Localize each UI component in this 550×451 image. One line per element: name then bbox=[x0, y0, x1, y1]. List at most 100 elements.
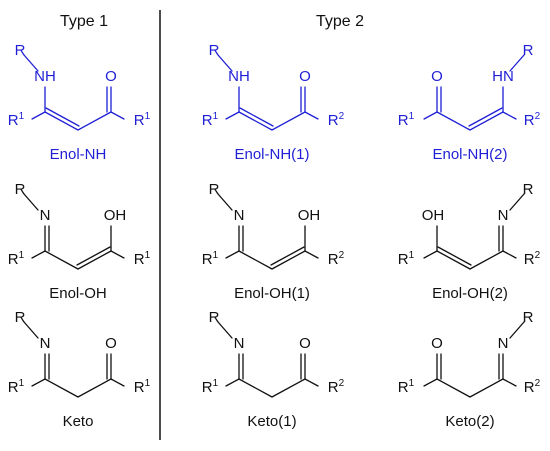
compound-name: Keto(1) bbox=[247, 413, 296, 430]
bond-n-r bbox=[509, 54, 525, 72]
o-label: O bbox=[431, 335, 443, 352]
bond-cc-double-second bbox=[45, 107, 80, 127]
r-substituent-n-side: R1 bbox=[8, 111, 25, 129]
bond-cc bbox=[77, 111, 112, 131]
o-label: O bbox=[299, 335, 311, 352]
r-substituent-n-side: R1 bbox=[8, 378, 25, 396]
bond-n-r bbox=[23, 321, 39, 339]
n-substituent-label: R bbox=[523, 42, 534, 59]
bond-cc bbox=[44, 378, 79, 398]
bond-r-o-side bbox=[423, 378, 438, 387]
r-substituent-n-side: R2 bbox=[524, 111, 541, 129]
bond-n-r bbox=[217, 193, 233, 211]
r-substituent-n-side: R1 bbox=[202, 111, 219, 129]
r-substituent-n-side: R1 bbox=[8, 250, 25, 268]
bond-r-n-side bbox=[31, 111, 46, 120]
r-substituent-n-side: R1 bbox=[202, 378, 219, 396]
o-label: O bbox=[431, 68, 443, 85]
compound-name: Enol-OH bbox=[49, 285, 107, 302]
r-substituent-o-side: R2 bbox=[328, 111, 345, 129]
n-label: N bbox=[40, 335, 51, 352]
n-label: N bbox=[234, 335, 245, 352]
o-label: O bbox=[105, 68, 117, 85]
compound-name: Keto bbox=[63, 413, 94, 430]
bond-cc-double-second bbox=[468, 107, 503, 127]
bond-n-r bbox=[217, 54, 233, 72]
bond-n-r bbox=[23, 193, 39, 211]
bond-cc-double-second bbox=[270, 246, 305, 266]
bond-cc bbox=[469, 378, 504, 398]
n-substituent-label: R bbox=[15, 42, 26, 59]
bond-n-r bbox=[217, 321, 233, 339]
bond-r-o-side bbox=[304, 111, 319, 120]
r-substituent-o-side: R2 bbox=[328, 378, 345, 396]
compound-name: Enol-OH(1) bbox=[234, 285, 310, 302]
bond-cc bbox=[436, 378, 471, 398]
bond-n-r bbox=[509, 193, 525, 211]
bond-r-o-side bbox=[304, 250, 319, 259]
bond-r-o-side bbox=[110, 250, 125, 259]
compound-name: Keto(2) bbox=[445, 413, 494, 430]
o-label: O bbox=[105, 335, 117, 352]
bond-r-n-side bbox=[502, 111, 517, 120]
bond-cc bbox=[44, 250, 79, 270]
n-substituent-label: R bbox=[209, 309, 220, 326]
n-substituent-label: R bbox=[523, 181, 534, 198]
r-substituent-o-side: R1 bbox=[134, 250, 151, 268]
r-substituent-n-side: R2 bbox=[524, 378, 541, 396]
r-substituent-o-side: R1 bbox=[398, 378, 415, 396]
bond-r-o-side bbox=[423, 111, 438, 120]
bond-r-n-side bbox=[225, 111, 240, 120]
n-substituent-label: R bbox=[209, 42, 220, 59]
r-substituent-o-side: R1 bbox=[398, 250, 415, 268]
bond-cc-double-second bbox=[239, 107, 274, 127]
n-substituent-label: R bbox=[15, 181, 26, 198]
bond-cc-double bbox=[238, 111, 273, 131]
bond-cc bbox=[271, 378, 306, 398]
oh-label: OH bbox=[422, 207, 445, 224]
bond-cc bbox=[238, 250, 273, 270]
compound-name: Enol-NH(2) bbox=[432, 146, 507, 163]
oh-label: OH bbox=[298, 207, 321, 224]
compound-name: Enol-NH bbox=[50, 146, 107, 163]
bond-r-n-side bbox=[31, 250, 46, 259]
n-substituent-label: R bbox=[209, 181, 220, 198]
bond-cc-double bbox=[469, 111, 504, 131]
bond-n-r bbox=[23, 54, 39, 72]
r-substituent-o-side: R1 bbox=[134, 378, 151, 396]
bond-r-n-side bbox=[31, 378, 46, 387]
oh-label: OH bbox=[104, 207, 127, 224]
bond-cc bbox=[436, 111, 471, 131]
nh-label: NH bbox=[228, 68, 250, 85]
bond-cc bbox=[238, 378, 273, 398]
bond-cc-double bbox=[77, 250, 112, 270]
bond-r-o-side bbox=[110, 111, 125, 120]
bond-r-o-side bbox=[110, 378, 125, 387]
nh-label: NH bbox=[34, 68, 56, 85]
compound-name: Enol-NH(1) bbox=[234, 146, 309, 163]
bond-cc-double bbox=[44, 111, 79, 131]
o-label: O bbox=[299, 68, 311, 85]
bond-n-r bbox=[509, 321, 525, 339]
r-substituent-n-side: R2 bbox=[524, 250, 541, 268]
bond-r-n-side bbox=[502, 250, 517, 259]
bond-r-n-side bbox=[225, 378, 240, 387]
r-substituent-o-side: R1 bbox=[398, 111, 415, 129]
n-substituent-label: R bbox=[523, 309, 534, 326]
bond-cc bbox=[77, 378, 112, 398]
bond-cc-double-second bbox=[76, 246, 111, 266]
bond-r-o-side bbox=[304, 378, 319, 387]
compound-name: Enol-OH(2) bbox=[432, 285, 508, 302]
n-label: N bbox=[498, 335, 509, 352]
